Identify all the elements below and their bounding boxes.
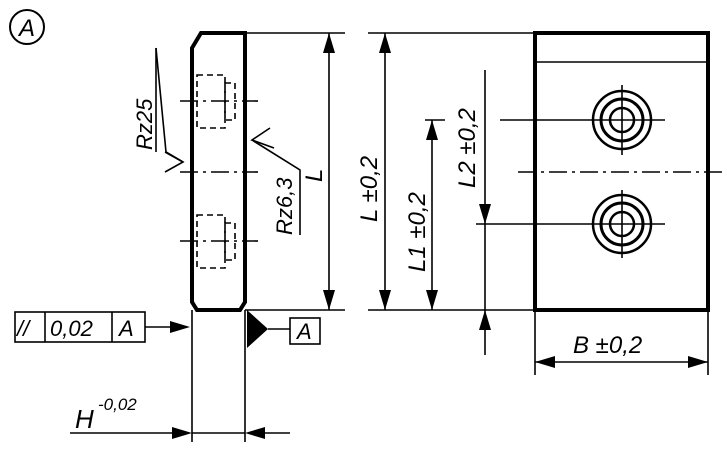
roughness-symbol-left: Rz25 <box>132 47 185 173</box>
dimension-L1: L1 ±0,2 <box>404 119 445 310</box>
tolerance-symbol: // <box>15 316 31 341</box>
roughness-symbol-right: Rz6,3 <box>250 127 301 235</box>
roughness-left-label: Rz25 <box>132 98 157 150</box>
dimension-B: B ±0,2 <box>534 310 709 375</box>
datum-marker: A <box>247 310 321 348</box>
tolerance-value: 0,02 <box>50 316 93 341</box>
side-view-outline <box>190 31 247 312</box>
roughness-right-label: Rz6,3 <box>272 177 297 235</box>
lower-hole-hidden <box>180 214 258 269</box>
front-view <box>476 31 722 312</box>
dimension-H-label: H <box>75 404 94 434</box>
tolerance-datum: A <box>117 316 134 341</box>
view-marker: A <box>9 9 45 45</box>
dimension-L1-label: L1 ±0,2 <box>404 192 431 272</box>
dimension-L: L <box>245 32 345 311</box>
view-marker-circle <box>9 9 45 45</box>
dimension-L-tol-label: L ±0,2 <box>356 156 383 222</box>
dimension-L-tol: L ±0,2 <box>356 32 535 311</box>
datum-label: A <box>295 319 312 344</box>
lower-hole <box>476 190 665 258</box>
view-marker-label: A <box>17 15 35 42</box>
upper-hole-hidden <box>180 74 258 129</box>
dimension-B-label: B ±0,2 <box>573 332 642 359</box>
dimension-L-label: L <box>301 169 328 182</box>
upper-hole <box>500 85 665 155</box>
dimension-L2: L2 ±0,2 <box>454 70 491 355</box>
dimension-L2-label: L2 ±0,2 <box>454 108 481 188</box>
dimension-H: H -0,02 <box>70 310 290 442</box>
dimension-H-tolerance: -0,02 <box>98 395 137 414</box>
tolerance-frame: // 0,02 A <box>14 311 190 343</box>
side-view: Rz25 Rz6,3 <box>132 31 301 312</box>
